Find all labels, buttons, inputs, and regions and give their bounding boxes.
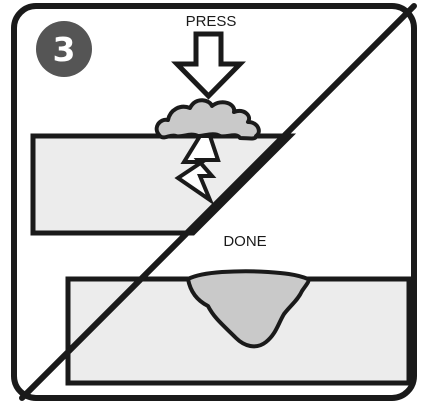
step-badge	[36, 21, 92, 77]
arrow-down-icon	[171, 31, 246, 100]
filled-hole	[186, 269, 311, 349]
diagonal-divider	[19, 3, 417, 401]
putty-blob	[154, 98, 261, 141]
step-number: 3	[53, 30, 76, 69]
lightning-crack-icon	[174, 134, 221, 206]
press-label: PRESS	[186, 13, 237, 30]
done-label: DONE	[223, 233, 266, 250]
